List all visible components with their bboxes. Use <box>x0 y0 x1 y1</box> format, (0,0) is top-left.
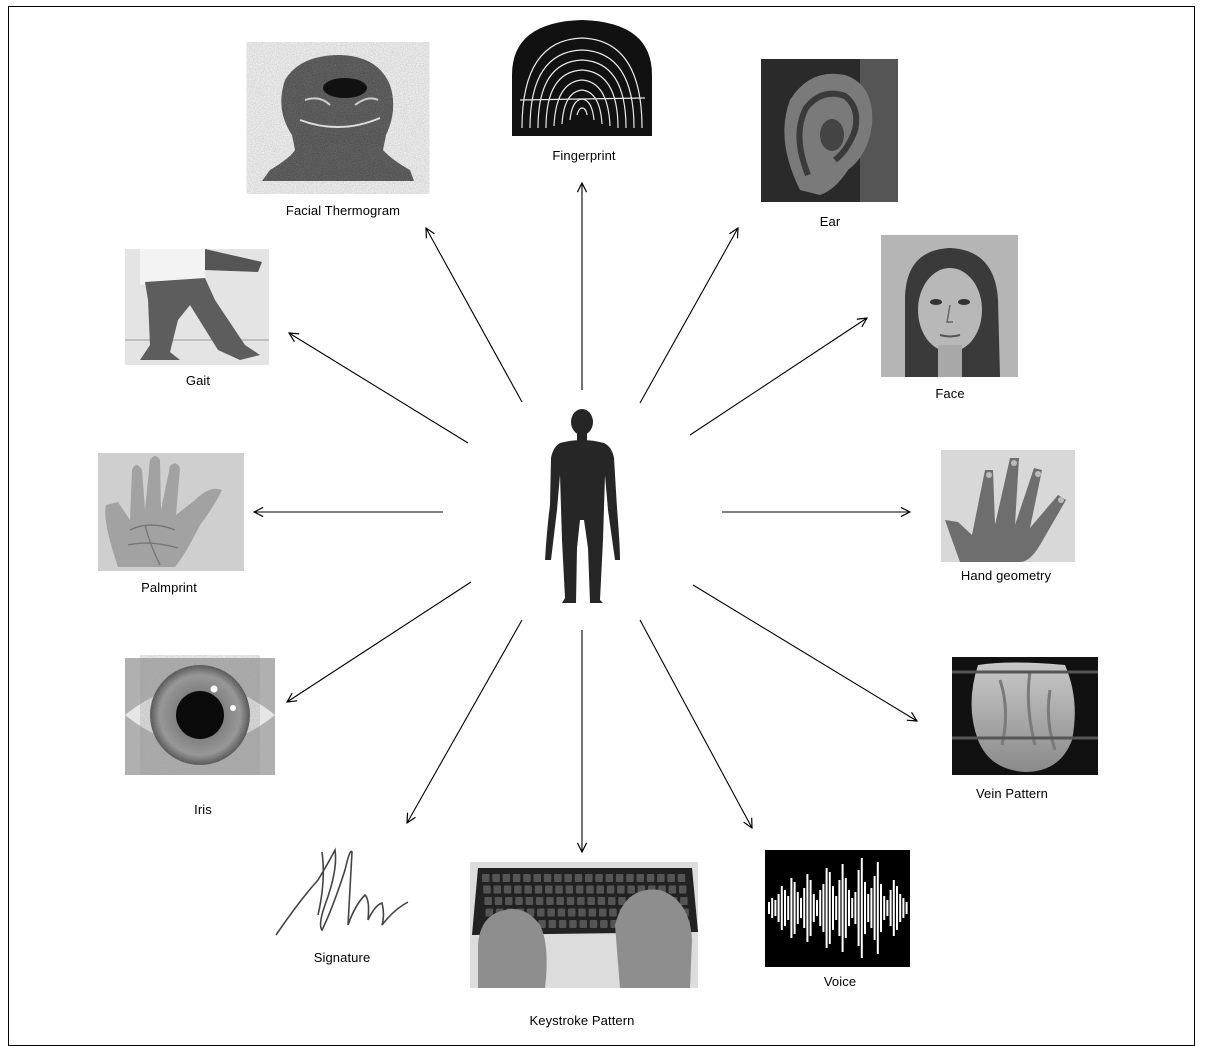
label-ear: Ear <box>820 214 841 229</box>
human-body-silhouette <box>545 409 620 603</box>
label-hand-geometry: Hand geometry <box>961 568 1051 583</box>
label-fingerprint: Fingerprint <box>552 148 615 163</box>
facial-thermogram-image <box>262 55 414 181</box>
arrow-ear <box>640 228 738 403</box>
gait-image <box>125 249 269 365</box>
label-face: Face <box>935 386 964 401</box>
arrow-voice <box>640 620 752 828</box>
label-iris: Iris <box>194 802 212 817</box>
fingerprint-image <box>512 20 652 136</box>
voice-waveform-image <box>765 850 910 967</box>
arrow-signature <box>407 620 522 823</box>
vein-pattern-image <box>952 657 1098 775</box>
label-palmprint: Palmprint <box>141 580 197 595</box>
label-facial-thermogram: Facial Thermogram <box>286 203 400 218</box>
arrow-face <box>690 318 867 435</box>
iris-image <box>125 658 275 775</box>
label-vein-pattern: Vein Pattern <box>976 786 1048 801</box>
arrow-gait <box>289 333 468 443</box>
signature-image <box>276 850 408 935</box>
arrow-iris <box>287 582 471 702</box>
arrow-facial-thermogram <box>426 228 522 402</box>
label-voice: Voice <box>824 974 856 989</box>
palmprint-image <box>98 453 244 571</box>
keystroke-pattern-image <box>470 862 698 988</box>
label-signature: Signature <box>314 950 371 965</box>
arrow-vein-pattern <box>693 585 917 721</box>
hand-geometry-image <box>941 450 1075 562</box>
label-keystroke-pattern: Keystroke Pattern <box>529 1013 634 1028</box>
face-image <box>881 235 1018 377</box>
label-gait: Gait <box>186 373 210 388</box>
ear-image <box>761 59 898 202</box>
